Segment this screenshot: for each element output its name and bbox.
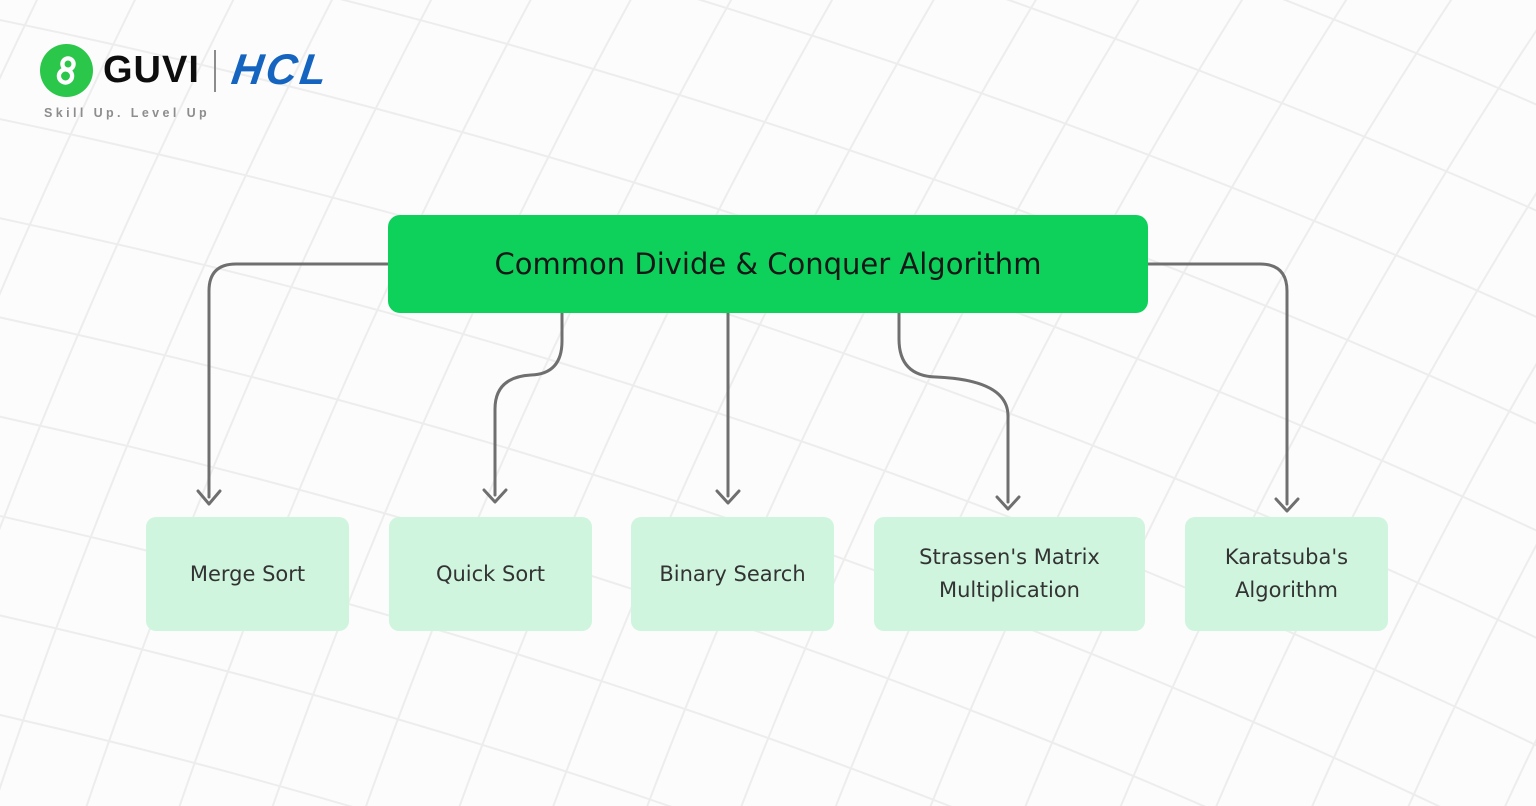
connector-karatsuba [1146,262,1289,506]
root-node: Common Divide & Conquer Algorithm [388,215,1148,313]
arrowhead-merge-sort [196,489,222,506]
root-node-label: Common Divide & Conquer Algorithm [494,247,1042,281]
node-merge-sort: Merge Sort [146,517,349,631]
logo-row: GUVI HCL [40,44,333,97]
guvi-logo-icon [40,44,93,97]
node-label: Quick Sort [435,561,546,586]
node-label: Binary Search [659,561,806,586]
node-binary-search: Binary Search [631,517,834,631]
guvi-wordmark: GUVI [103,49,200,91]
node-label: Merge Sort [189,561,306,586]
arrowhead-quick-sort [482,488,508,504]
brand-divider [213,49,216,92]
connector-quick-sort [493,311,564,497]
node-karatsuba-algorithm: Karatsuba's Algorithm [1185,517,1388,631]
arrowhead-strassen [995,495,1021,511]
arrowhead-binary-search [715,489,741,505]
brand-tagline: Skill Up. Level Up [44,106,211,120]
arrowhead-karatsuba [1274,497,1300,513]
node-strassen-matrix-multiplication: Strassen's Matrix Multiplication [874,517,1145,631]
node-label: Karatsuba's Algorithm [1224,545,1349,602]
node-quick-sort: Quick Sort [389,517,592,631]
brand-header: GUVI HCL Skill Up. Level Up [40,44,333,120]
node-label: Strassen's Matrix Multiplication [919,545,1100,602]
connector-merge-sort [207,262,390,499]
connector-strassen [897,311,1010,504]
